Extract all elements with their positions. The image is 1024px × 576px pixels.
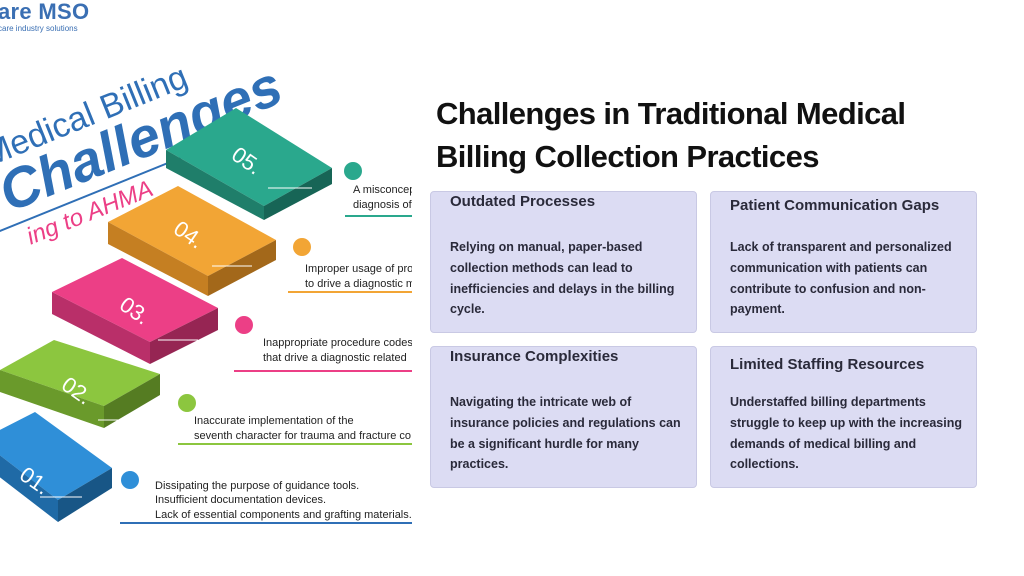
- step-04-line-2: to drive a diagnostic m: [305, 278, 412, 290]
- brand-tagline: care industry solutions: [0, 24, 78, 33]
- step-03-tile: 03.: [52, 258, 218, 364]
- step-02-description: Inaccurate implementation of the seventh…: [98, 394, 412, 445]
- title-underline: [0, 149, 201, 233]
- step-01-line-3: Lack of essential components and graftin…: [155, 509, 412, 521]
- step-01-line-2: Insufficient documentation devices.: [155, 494, 326, 506]
- slide-title: Challenges in Traditional Medical Billin…: [436, 96, 906, 174]
- brand-logo: are MSO care industry solutions: [0, 0, 200, 40]
- card-title: Outdated Processes: [450, 193, 596, 210]
- step-01-tile: 01.: [0, 412, 112, 522]
- step-03-description: Inappropriate procedure codes that drive…: [158, 316, 412, 372]
- step-01-line-1: Dissipating the purpose of guidance tool…: [155, 480, 359, 492]
- step-04-tile: 04.: [108, 186, 276, 296]
- card-outdated-processes: Outdated Processes Relying on manual, pa…: [430, 191, 697, 333]
- step-05-tile: 05.: [166, 108, 332, 220]
- brand-name: are MSO: [0, 0, 90, 24]
- step-03-line-2: that drive a diagnostic related: [263, 352, 407, 364]
- card-title: Limited Staffing Resources: [730, 356, 925, 373]
- step-03-line-1: Inappropriate procedure codes: [263, 337, 412, 349]
- card-title: Patient Communication Gaps: [730, 197, 940, 214]
- infographic-artwork: Medical Billing Challenges ing to AHMA 0…: [0, 53, 412, 524]
- step-05-line-1: A misconcep: [353, 184, 412, 196]
- card-body: Navigating the intricate web of insuranc…: [450, 395, 681, 472]
- step-01-description: Dissipating the purpose of guidance tool…: [40, 471, 412, 524]
- card-patient-communication-gaps: Patient Communication Gaps Lack of trans…: [710, 191, 977, 333]
- card-body: Understaffed billing departments struggl…: [730, 395, 962, 472]
- card-body: Lack of transparent and personalized com…: [730, 240, 952, 317]
- step-02-line-1: Inaccurate implementation of the: [194, 415, 354, 427]
- card-title: Insurance Complexities: [450, 348, 619, 365]
- step-02-tile: 02.: [0, 340, 160, 428]
- step-04-line-1: Improper usage of pro: [305, 263, 412, 275]
- card-limited-staffing-resources: Limited Staffing Resources Understaffed …: [710, 346, 977, 488]
- card-insurance-complexities: Insurance Complexities Navigating the in…: [430, 346, 697, 488]
- step-02-line-2: seventh character for trauma and fractur…: [194, 430, 411, 442]
- billing-challenges-infographic: Medical Billing Challenges ing to AHMA 0…: [0, 0, 412, 576]
- step-05-line-2: diagnosis of: [353, 199, 412, 211]
- step-04-description: Improper usage of pro to drive a diagnos…: [212, 238, 412, 293]
- card-body: Relying on manual, paper-based collectio…: [450, 240, 675, 317]
- step-05-description: A misconcep diagnosis of: [268, 162, 412, 217]
